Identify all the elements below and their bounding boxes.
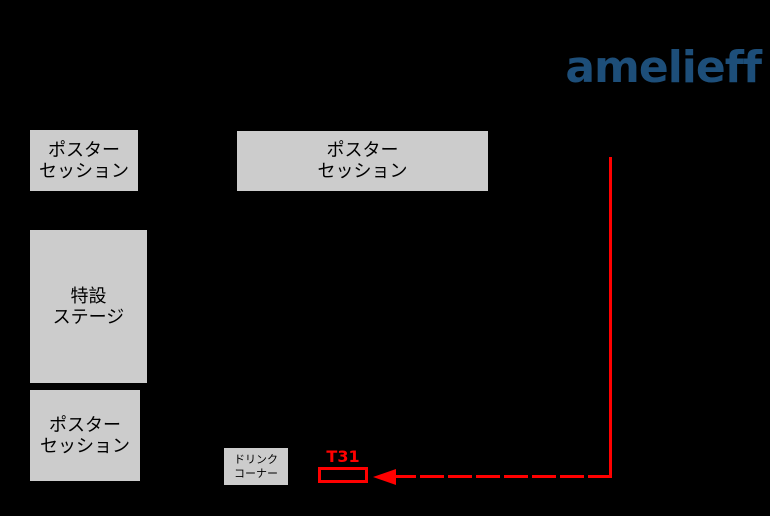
booth-t31-marker bbox=[318, 467, 368, 483]
room-label-line: ドリンク bbox=[234, 452, 278, 466]
room-poster-session-top-left: ポスター セッション bbox=[30, 130, 138, 191]
room-special-stage: 特設 ステージ bbox=[30, 230, 147, 383]
room-label-line: セッション bbox=[40, 435, 130, 457]
room-label-line: 特設 bbox=[70, 285, 107, 307]
room-drink-corner: ドリンク コーナー bbox=[224, 448, 288, 485]
room-label-line: ポスター bbox=[48, 139, 120, 161]
room-label-line: ポスター bbox=[326, 140, 399, 161]
room-label-line: ステージ bbox=[52, 306, 125, 328]
room-poster-session-top-center: ポスター セッション bbox=[237, 131, 488, 191]
company-logo: amelieff bbox=[565, 42, 762, 93]
room-label-line: セッション bbox=[317, 161, 408, 182]
room-label-line: ポスター bbox=[49, 414, 121, 436]
room-label-line: セッション bbox=[39, 160, 129, 182]
arrow-head bbox=[373, 469, 396, 485]
booth-t31-label: T31 bbox=[326, 447, 360, 466]
room-poster-session-bottom-left: ポスター セッション bbox=[30, 390, 140, 481]
room-label-line: コーナー bbox=[234, 466, 278, 480]
